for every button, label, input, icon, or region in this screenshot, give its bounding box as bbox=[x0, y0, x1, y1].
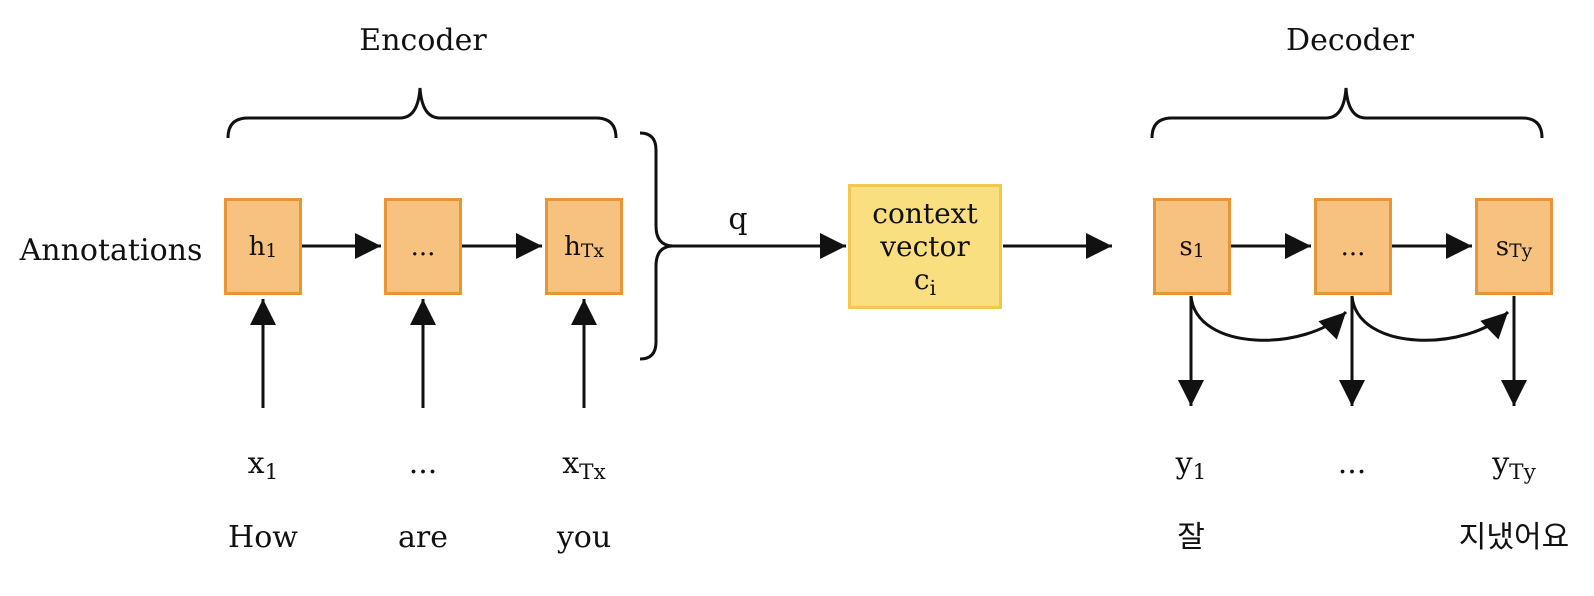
feedback-curve-2 bbox=[1350, 295, 1510, 342]
annotations-label: Annotations bbox=[19, 233, 203, 268]
decoder-state-base: ... bbox=[1340, 231, 1366, 262]
decoder-state-base: s bbox=[1179, 231, 1193, 262]
decoder-header: Decoder bbox=[1286, 23, 1414, 58]
decoder-state-sub: 1 bbox=[1192, 241, 1205, 263]
output-y1: y1 bbox=[1175, 446, 1207, 486]
decoder-state-base: s bbox=[1495, 231, 1510, 262]
decoder-brace bbox=[1150, 87, 1544, 139]
output-yty: yTy bbox=[1492, 446, 1536, 486]
output-word-1: 잘 bbox=[1177, 520, 1205, 555]
encoder-state-base: h bbox=[564, 231, 581, 262]
encoder-state-base: h bbox=[248, 231, 266, 262]
encoder-state-base: ... bbox=[410, 231, 436, 262]
annotations-brace bbox=[639, 131, 673, 361]
output-ellipsis: ... bbox=[1337, 446, 1367, 481]
encoder-state-sub: 1 bbox=[265, 241, 278, 263]
context-vector-box: context vector ci bbox=[848, 184, 1002, 309]
input-word-2: are bbox=[398, 520, 448, 555]
input-word-3: you bbox=[556, 520, 612, 555]
input-word-1: How bbox=[228, 520, 298, 555]
decoder-state-ellipsis: ... bbox=[1314, 198, 1392, 295]
context-line-2: vector bbox=[880, 229, 970, 263]
encoder-state-ellipsis: ... bbox=[384, 198, 462, 295]
input-x1: x1 bbox=[247, 446, 279, 486]
feedback-curve-1 bbox=[1189, 295, 1348, 342]
query-label: q bbox=[728, 202, 748, 237]
context-line-1: context bbox=[872, 196, 978, 230]
input-xtx: xTx bbox=[562, 446, 606, 486]
decoder-state-sub: Ty bbox=[1509, 241, 1533, 263]
encoder-brace bbox=[226, 87, 618, 139]
output-word-3: 지냈어요 bbox=[1458, 520, 1570, 555]
encoder-header: Encoder bbox=[359, 23, 487, 58]
context-symbol: ci bbox=[913, 263, 937, 300]
input-ellipsis: ... bbox=[408, 446, 438, 481]
encoder-state-sub: Tx bbox=[580, 241, 604, 263]
